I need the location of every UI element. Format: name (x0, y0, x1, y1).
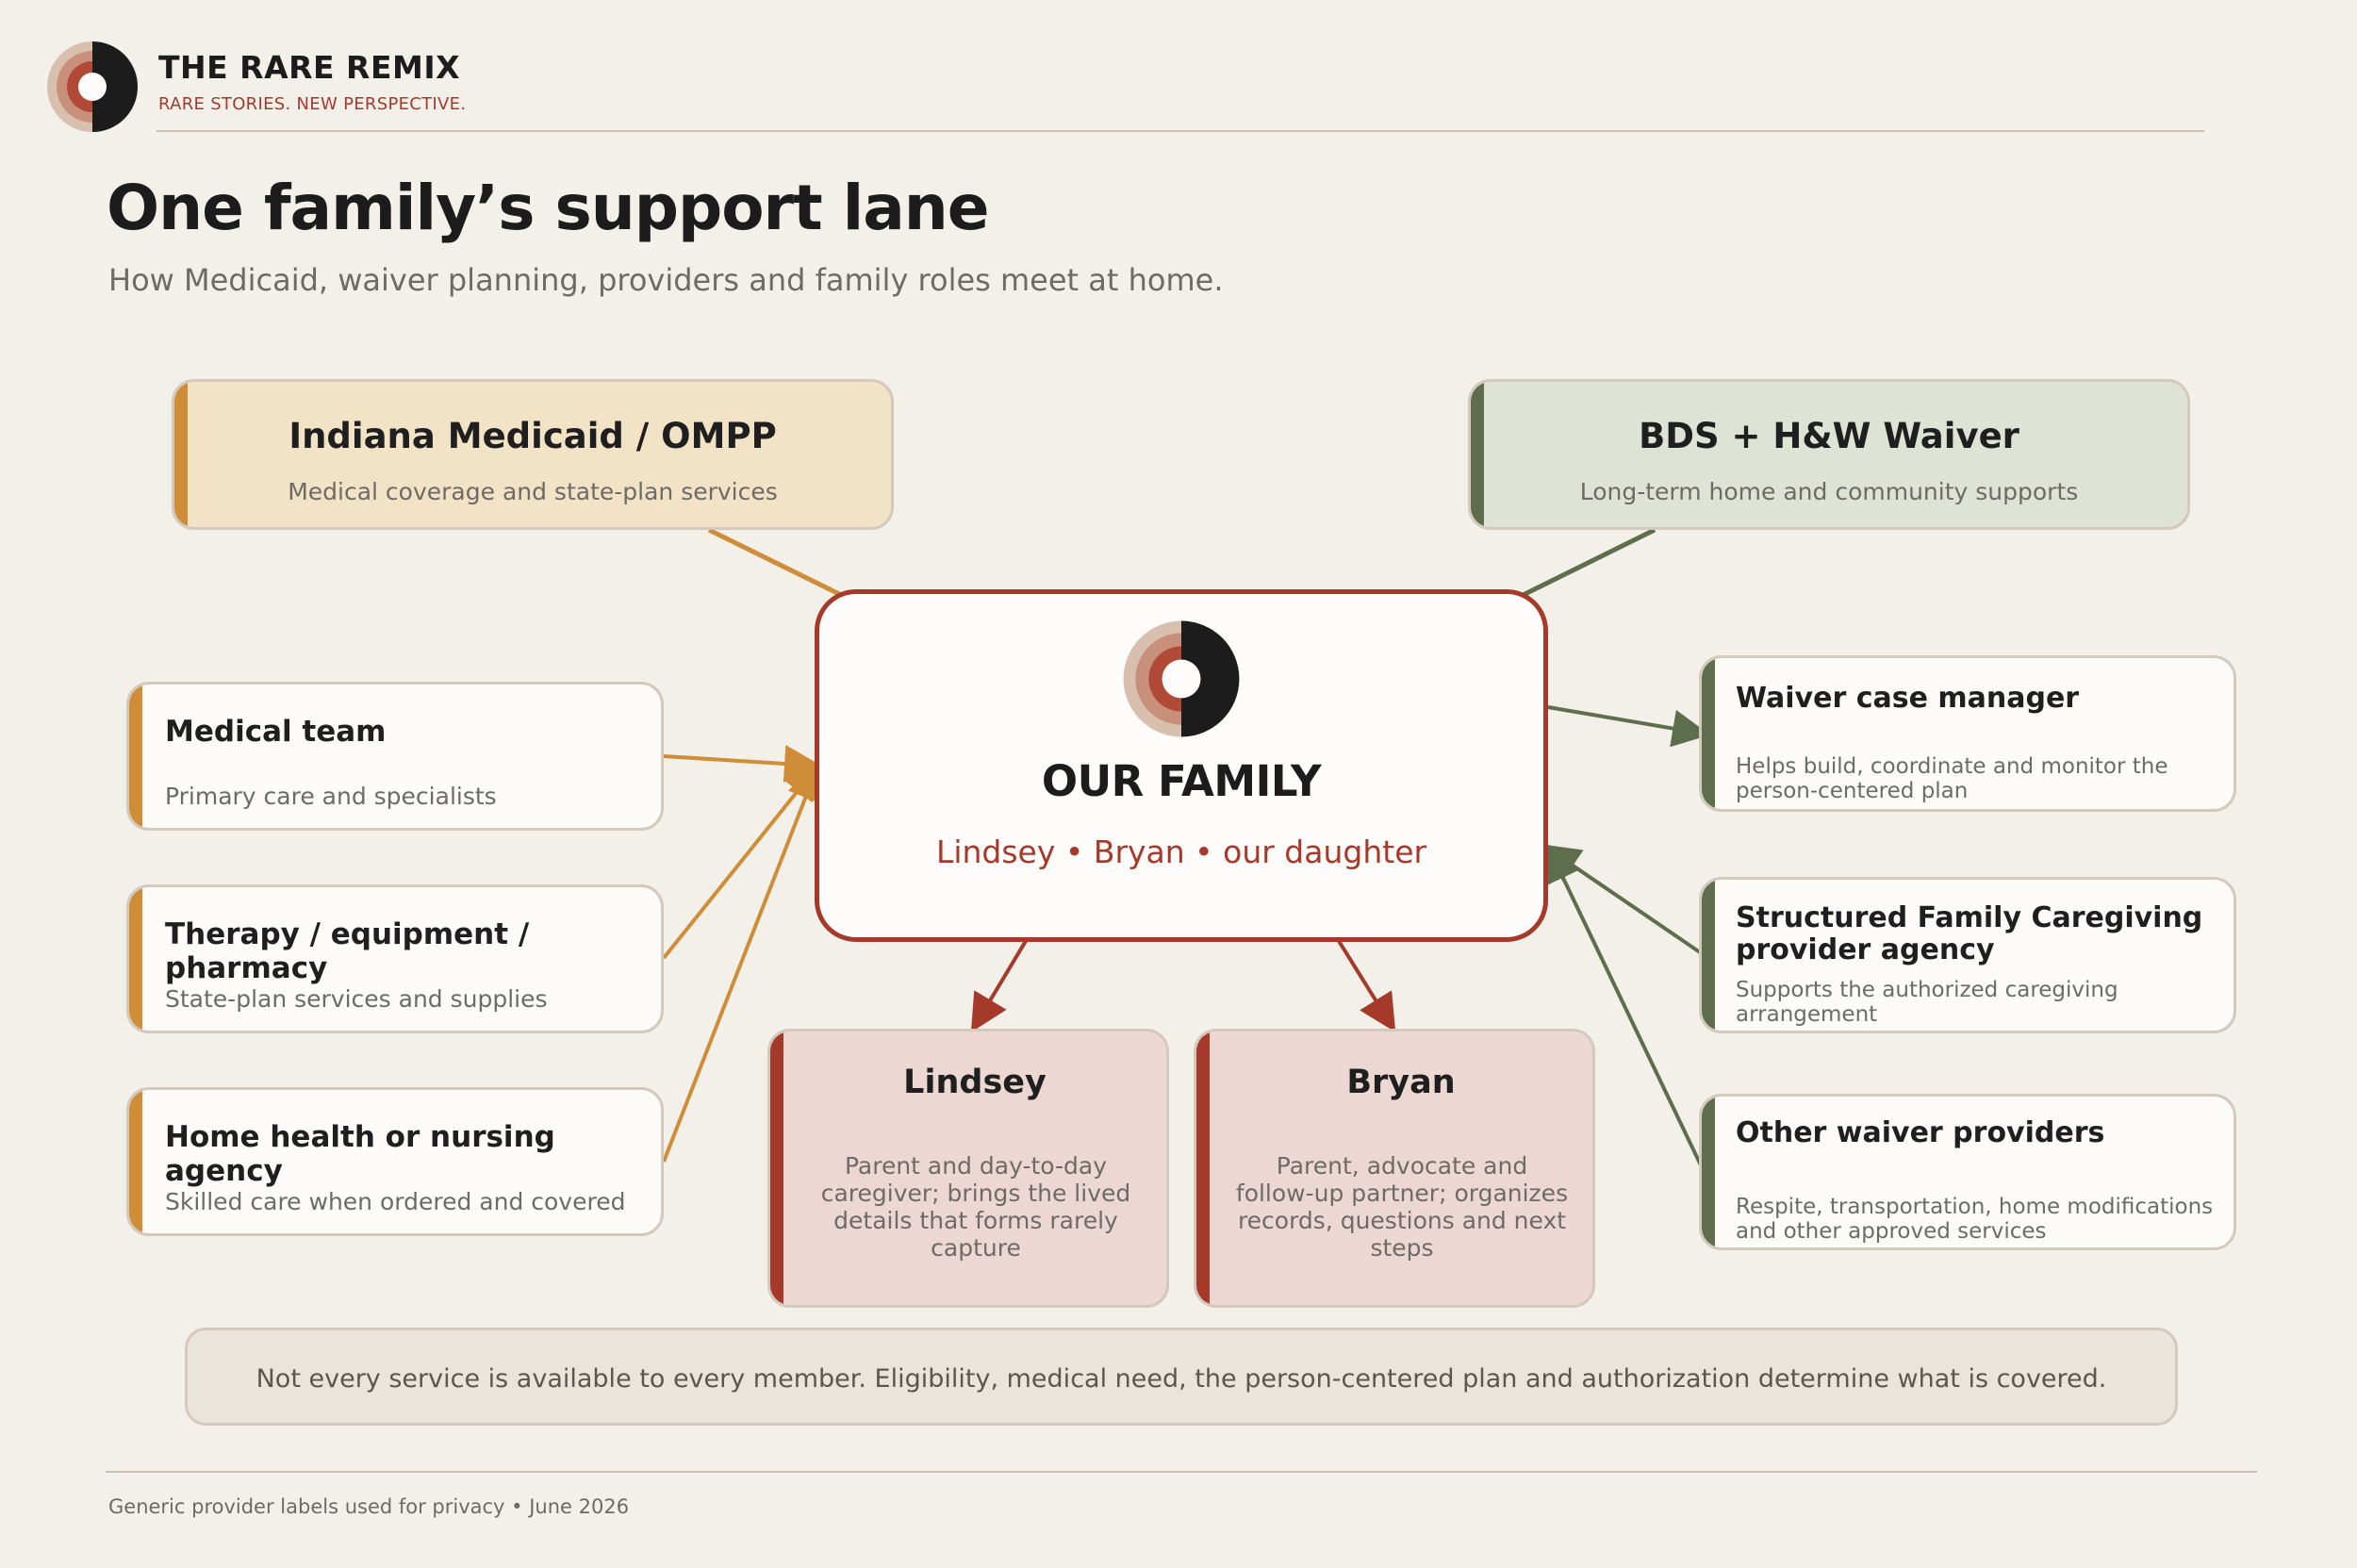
footer-divider (106, 1471, 2257, 1473)
arrow-family-to-lindsey (970, 939, 1028, 1032)
brand-logo-icon (47, 41, 138, 132)
person-role: Parent, advocate and follow-up partner; … (1235, 1152, 1569, 1262)
accent-bar (1471, 382, 1484, 527)
box-subtitle: Skilled care when ordered and covered (165, 1188, 626, 1215)
accent-bar (770, 1032, 783, 1305)
arrow-other-providers-to-family (1545, 843, 1705, 1170)
person-name: Bryan (1346, 1064, 1456, 1101)
brand-name: THE RARE REMIX (158, 49, 461, 86)
waiver-case-manager-box: Waiver case manager Helps build, coordin… (1699, 655, 2236, 812)
box-title: Structured Family Caregiving provider ag… (1736, 901, 2203, 966)
person-role: Parent and day-to-day caregiver; brings … (820, 1152, 1131, 1262)
page-subtitle: How Medicaid, waiver planning, providers… (108, 262, 1224, 298)
arrow-family-to-case-manager (1547, 705, 1710, 748)
arrow-caregiving-agency-to-family (1541, 844, 1705, 956)
caregiving-agency-box: Structured Family Caregiving provider ag… (1699, 877, 2236, 1033)
family-logo-icon (1123, 620, 1240, 737)
accent-bar (1196, 1032, 1210, 1305)
box-subtitle: Helps build, coordinate and monitor the … (1736, 754, 2168, 803)
family-members: Lindsey • Bryan • our daughter (935, 834, 1427, 870)
other-waiver-providers-box: Other waiver providers Respite, transpor… (1699, 1094, 2236, 1250)
box-title: BDS + H&W Waiver (1639, 416, 2019, 456)
person-name: Lindsey (903, 1064, 1047, 1101)
arrow-therapy-to-family (662, 761, 822, 960)
box-subtitle: State-plan services and supplies (165, 985, 548, 1013)
accent-bar (174, 382, 188, 527)
page-title: One family’s support lane (107, 172, 990, 244)
box-subtitle: Long-term home and community supports (1579, 478, 2079, 505)
bryan-box: Bryan Parent, advocate and follow-up par… (1194, 1029, 1595, 1308)
box-title: Medical team (165, 715, 387, 749)
home-health-box: Home health or nursing agency Skilled ca… (126, 1087, 664, 1236)
box-subtitle: Primary care and specialists (165, 783, 497, 810)
accent-bar (129, 685, 142, 828)
accent-bar (129, 1090, 142, 1233)
box-title: Waiver case manager (1736, 682, 2080, 715)
box-title: Home health or nursing agency (165, 1120, 555, 1188)
coverage-note: Not every service is available to every … (185, 1328, 2178, 1426)
medical-team-box: Medical team Primary care and specialist… (126, 682, 664, 831)
accent-bar (1702, 880, 1715, 1031)
brand-tagline: RARE STORIES. NEW PERSPECTIVE. (158, 94, 467, 114)
accent-bar (1702, 658, 1715, 809)
box-subtitle: Supports the authorized caregiving arran… (1736, 978, 2118, 1027)
box-title: Indiana Medicaid / OMPP (288, 416, 777, 456)
lindsey-box: Lindsey Parent and day-to-day caregiver;… (767, 1029, 1169, 1308)
accent-bar (129, 887, 142, 1031)
waiver-box: BDS + H&W Waiver Long-term home and comm… (1468, 379, 2190, 530)
medicaid-box: Indiana Medicaid / OMPP Medical coverage… (172, 379, 894, 530)
box-subtitle: Respite, transportation, home modificati… (1736, 1195, 2214, 1244)
box-title: Other waiver providers (1736, 1116, 2105, 1149)
family-title: OUR FAMILY (1041, 756, 1322, 806)
header-divider (157, 130, 2204, 132)
arrow-home-health-to-family (662, 762, 824, 1163)
coverage-note-text: Not every service is available to every … (255, 1364, 2107, 1394)
box-title: Therapy / equipment / pharmacy (165, 917, 530, 985)
our-family-box: OUR FAMILY Lindsey • Bryan • our daughte… (815, 589, 1548, 942)
arrow-medical-team-to-family (663, 745, 822, 783)
therapy-equipment-pharmacy-box: Therapy / equipment / pharmacy State-pla… (126, 884, 664, 1033)
arrow-family-to-bryan (1337, 939, 1396, 1032)
box-subtitle: Medical coverage and state-plan services (288, 478, 778, 505)
footer-text: Generic provider labels used for privacy… (108, 1495, 630, 1518)
accent-bar (1702, 1097, 1715, 1247)
